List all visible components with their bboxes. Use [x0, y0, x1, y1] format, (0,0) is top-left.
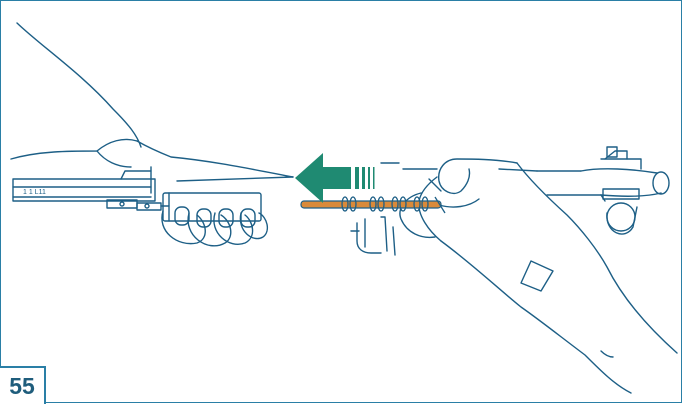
bolt-head-part: [351, 217, 395, 255]
rifle-barrel: [537, 147, 669, 234]
direction-arrow: [295, 153, 375, 203]
rifle-receiver: [13, 171, 261, 221]
step-number-box: 55: [0, 366, 46, 404]
right-hand: [400, 159, 677, 393]
barrel-marking: 1 1 L11: [23, 189, 46, 196]
left-fingers: [162, 207, 267, 246]
left-arm: [11, 23, 293, 193]
step-number: 55: [9, 373, 35, 400]
